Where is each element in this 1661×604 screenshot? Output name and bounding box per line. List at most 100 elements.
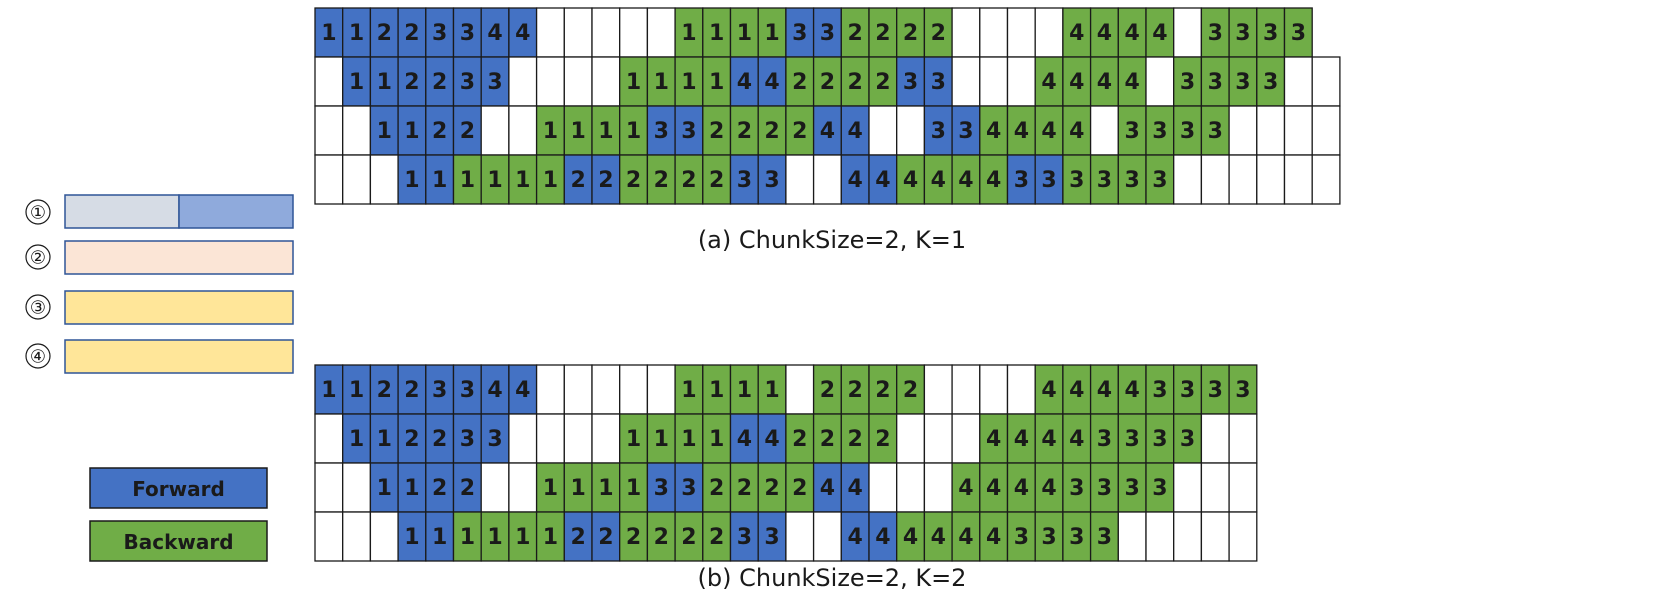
schedule-cell-forward	[729, 511, 759, 562]
schedule-cell-label: 3	[1263, 70, 1278, 95]
schedule-cell-backward	[1006, 105, 1036, 156]
schedule-cell-empty	[923, 413, 953, 464]
schedule-cell-backward	[1034, 413, 1064, 464]
schedule-cell-empty	[896, 462, 926, 513]
schedule-cell-backward	[951, 511, 981, 562]
schedule-cell-label: 3	[1208, 70, 1223, 95]
forward-label: Forward	[132, 477, 225, 501]
schedule-cell-empty	[979, 7, 1009, 58]
schedule-cell-backward	[840, 413, 870, 464]
schedule-cell-empty	[1200, 154, 1230, 205]
schedule-cell-forward	[397, 56, 427, 107]
schedule-cell-forward	[480, 413, 510, 464]
schedule-cell-forward	[397, 413, 427, 464]
schedule-cell-label: 2	[931, 21, 946, 46]
schedule-cell-label: 4	[986, 168, 1001, 193]
schedule-cell-empty	[1173, 154, 1203, 205]
schedule-cell-backward	[1062, 413, 1092, 464]
schedule-cell-label: 3	[820, 21, 835, 46]
chunk-legend-4: ④	[25, 339, 294, 374]
schedule-cell-label: 4	[986, 525, 1001, 550]
schedule-cell-forward	[729, 413, 759, 464]
schedule-cell-label: 2	[654, 525, 669, 550]
schedule-cell-label: 3	[432, 21, 447, 46]
schedule-cell-label: 1	[515, 168, 530, 193]
schedule-cell-label: 4	[515, 21, 530, 46]
schedule-cell-label: 2	[903, 378, 918, 403]
schedule-cell-label: 3	[1235, 70, 1250, 95]
schedule-cell-label: 2	[432, 476, 447, 501]
schedule-cell-label: 4	[986, 476, 1001, 501]
schedule-cell-backward	[1117, 105, 1147, 156]
schedule-cell-forward	[425, 105, 455, 156]
schedule-cell-label: 4	[487, 21, 502, 46]
schedule-cell-label: 1	[626, 427, 641, 452]
schedule-cell-label: 3	[460, 70, 475, 95]
schedule-cell-label: 3	[1208, 119, 1223, 144]
schedule-cell-forward	[452, 56, 482, 107]
schedule-cell-label: 4	[1069, 427, 1084, 452]
schedule-cell-label: 3	[460, 21, 475, 46]
chunk-legend-1: ①	[25, 194, 294, 229]
schedule-cell-label: 1	[737, 21, 752, 46]
schedule-cell-empty	[896, 413, 926, 464]
schedule-cell-empty	[923, 364, 953, 415]
schedule-cell-backward	[1062, 7, 1092, 58]
schedule-cell-forward	[452, 364, 482, 415]
schedule-cell-label: 3	[1097, 476, 1112, 501]
schedule-cell-label: 4	[1014, 476, 1029, 501]
schedule-cell-label: 1	[709, 70, 724, 95]
schedule-cell-forward	[425, 462, 455, 513]
schedule-cell-label: 2	[626, 525, 641, 550]
schedule-cell-label: 2	[570, 525, 585, 550]
schedule-cell-label: 4	[1124, 70, 1139, 95]
schedule-cell-empty	[1117, 511, 1147, 562]
schedule-cell-label: 3	[681, 476, 696, 501]
schedule-cell-empty	[646, 7, 676, 58]
schedule-cell-backward	[1117, 154, 1147, 205]
schedule-cell-empty	[812, 154, 842, 205]
schedule-cell-forward	[591, 154, 621, 205]
schedule-cell-empty	[314, 105, 344, 156]
schedule-cell-label: 1	[598, 476, 613, 501]
schedule-cell-backward	[896, 511, 926, 562]
schedule-cell-label: 4	[847, 168, 862, 193]
schedule-cell-label: 4	[847, 525, 862, 550]
schedule-cell-empty	[785, 154, 815, 205]
schedule-cell-backward	[896, 364, 926, 415]
schedule-cell-forward	[840, 511, 870, 562]
schedule-cell-backward	[729, 105, 759, 156]
schedule-cell-empty	[1173, 462, 1203, 513]
schedule-cell-label: 1	[321, 21, 336, 46]
schedule-cell-backward	[757, 364, 787, 415]
schedule-cell-backward	[702, 56, 732, 107]
schedule-cell-label: 3	[460, 378, 475, 403]
schedule-cell-empty	[563, 364, 593, 415]
schedule-cell-backward	[923, 154, 953, 205]
schedule-cell-label: 3	[931, 119, 946, 144]
schedule-cell-empty	[785, 511, 815, 562]
schedule-cell-label: 3	[931, 70, 946, 95]
schedule-cell-backward	[646, 511, 676, 562]
schedule-cell-label: 4	[958, 476, 973, 501]
schedule-cell-forward	[646, 462, 676, 513]
schedule-cell-label: 1	[681, 427, 696, 452]
schedule-cell-label: 3	[1152, 378, 1167, 403]
schedule-cell-forward	[868, 154, 898, 205]
schedule-cell-label: 4	[903, 525, 918, 550]
schedule-cell-forward	[508, 7, 538, 58]
schedule-cell-label: 3	[1152, 119, 1167, 144]
schedule-cell-empty	[535, 7, 565, 58]
schedule-cell-label: 3	[487, 427, 502, 452]
schedule-cell-label: 2	[709, 119, 724, 144]
schedule-cell-label: 3	[1235, 378, 1250, 403]
schedule-cell-label: 4	[1041, 119, 1056, 144]
schedule-cell-label: 1	[598, 119, 613, 144]
schedule-cell-label: 2	[764, 476, 779, 501]
schedule-cell-label: 1	[570, 119, 585, 144]
schedule-cell-backward	[535, 511, 565, 562]
schedule-cell-label: 2	[709, 525, 724, 550]
schedule-cell-label: 1	[377, 476, 392, 501]
schedule-cell-label: 1	[487, 525, 502, 550]
